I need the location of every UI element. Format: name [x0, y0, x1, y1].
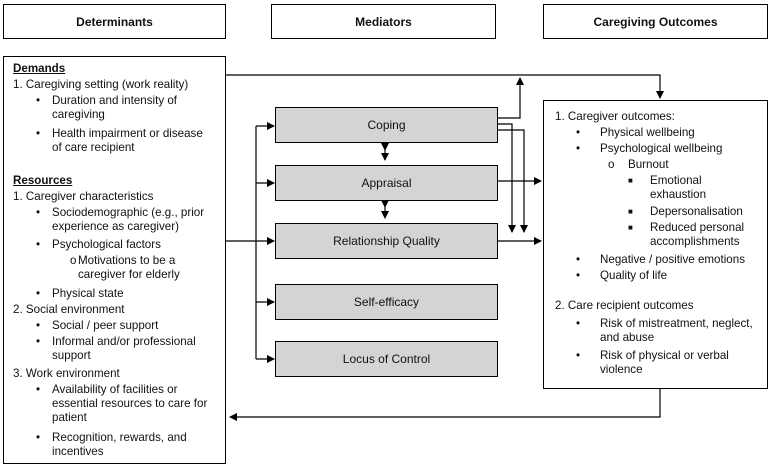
determinants-panel [3, 56, 226, 464]
outcome-item-2b-line1: Risk of physical or verbal [600, 349, 729, 362]
bullet-glyph: • [576, 253, 581, 266]
bullet-glyph: • [36, 319, 41, 332]
resources-item-3b-line2: incentives [52, 445, 104, 458]
outcome-item-2b-line2: violence [600, 363, 643, 376]
resources-item-3a-line1: Availability of facilities or [52, 383, 178, 396]
bullet-glyph: • [36, 287, 41, 300]
line-coping-down-1 [498, 123, 516, 233]
outcomes-panel [543, 100, 768, 389]
outcome-item-1: 1. Caregiver outcomes: [555, 110, 675, 123]
bullet-glyph: • [576, 126, 581, 139]
resources-item-2b-line1: Informal and/or professional [52, 335, 196, 348]
mediator-appraisal: Appraisal [275, 165, 498, 201]
demands-item-1b-line2: of care recipient [52, 141, 135, 154]
mediator-relationship-quality: Relationship Quality [275, 223, 498, 259]
demands-item-1b-line1: Health impairment or disease [52, 127, 203, 140]
mediator-self-efficacy: Self-efficacy [275, 284, 498, 320]
line-coping-down-2 [498, 129, 528, 233]
bullet-glyph: • [36, 127, 41, 140]
square-glyph: ■ [628, 223, 633, 232]
resources-item-1a-line1: Sociodemographic (e.g., prior [52, 206, 205, 219]
arrow-outcomes-feedback [229, 389, 661, 421]
outcome-item-1b1c-line2: accomplishments [650, 235, 740, 248]
bullet-glyph: • [36, 238, 41, 251]
outcome-item-1d: Quality of life [600, 269, 668, 282]
demands-item-1a-line1: Duration and intensity of [52, 94, 178, 107]
outcome-item-2: 2. Care recipient outcomes [555, 299, 694, 312]
bullet-glyph: • [576, 269, 581, 282]
demands-item-1: 1. Caregiving setting (work reality) [13, 78, 189, 91]
resources-item-1a-line2: experience as caregiver) [52, 220, 179, 233]
resources-item-3b-line1: Recognition, rewards, and [52, 431, 187, 444]
bullet-glyph: • [576, 317, 581, 330]
outcome-item-1c: Negative / positive emotions [600, 253, 745, 266]
resources-item-1b1-line1: Motivations to be a [78, 254, 176, 267]
resources-item-1b1-line2: caregiver for elderly [78, 268, 180, 281]
bullet-glyph: • [36, 206, 41, 219]
resources-heading: Resources [13, 174, 73, 187]
resources-item-1c: Physical state [52, 287, 124, 300]
demands-heading: Demands [13, 62, 66, 75]
header-outcomes: Caregiving Outcomes [543, 4, 768, 39]
bullet-glyph: • [36, 335, 41, 348]
header-mediators: Mediators [271, 4, 496, 39]
square-glyph: ■ [628, 207, 633, 216]
outcome-item-1b1c-line1: Reduced personal [650, 221, 745, 234]
outcome-item-1b1: Burnout [628, 158, 669, 171]
resources-item-1: 1. Caregiver characteristics [13, 190, 154, 203]
arrow-determinants-to-outcomes [226, 74, 664, 99]
square-glyph: ■ [628, 176, 633, 185]
mediator-locus-of-control: Locus of Control [275, 341, 498, 377]
outcome-item-2a-line1: Risk of mistreatment, neglect, [600, 317, 753, 330]
outcome-item-2a-line2: and abuse [600, 331, 655, 344]
resources-item-3a-line2: essential resources to care for [52, 397, 208, 410]
resources-item-2a: Social / peer support [52, 319, 159, 332]
outcome-item-1b: Psychological wellbeing [600, 142, 723, 155]
demands-item-1a-line2: caregiving [52, 108, 105, 121]
outcome-item-1b1a-line2: exhaustion [650, 188, 707, 201]
circle-glyph: o [608, 158, 615, 171]
outcome-item-1b1a-line1: Emotional [650, 174, 702, 187]
bullet-glyph: • [36, 94, 41, 107]
bullet-glyph: • [36, 383, 41, 396]
bullet-glyph: • [36, 431, 41, 444]
resources-item-2b-line2: support [52, 349, 91, 362]
outcome-item-1b1b: Depersonalisation [650, 205, 743, 218]
resources-item-1b: Psychological factors [52, 238, 161, 251]
arrow-coping-up [498, 77, 524, 119]
resources-item-3: 3. Work environment [13, 367, 120, 380]
resources-item-3a-line3: patient [52, 411, 87, 424]
bullet-glyph: • [576, 142, 581, 155]
circle-glyph: o [70, 254, 77, 267]
bullet-glyph: • [576, 349, 581, 362]
mediator-coping: Coping [275, 107, 498, 143]
outcome-item-1a: Physical wellbeing [600, 126, 695, 139]
header-determinants: Determinants [3, 4, 226, 39]
resources-item-2: 2. Social environment [13, 303, 125, 316]
